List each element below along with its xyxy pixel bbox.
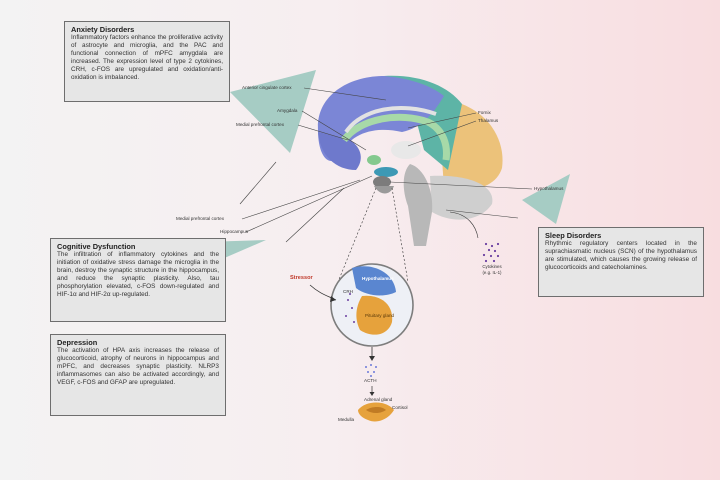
projection-lines — [337, 187, 409, 283]
cerebellum — [430, 175, 493, 220]
label-stressor: Stressor — [290, 275, 313, 281]
leader-medial-prefrontal-2 — [241, 179, 361, 220]
anxiety-callout-wedge — [230, 70, 316, 153]
hpa-inset — [330, 263, 414, 347]
leader-hippocampus — [245, 175, 373, 233]
leader-thalamus — [407, 120, 477, 147]
label-cortisol: Cortisol — [392, 405, 408, 410]
connector-to-sleep — [445, 209, 519, 219]
stressor-arrowhead — [330, 296, 336, 302]
label-amygdala: Amygdala — [277, 108, 298, 113]
brainstem — [403, 164, 433, 246]
anxiety-disorders-title: Anxiety Disorders — [71, 25, 135, 34]
sleep-disorders-title: Sleep Disorders — [545, 231, 602, 240]
sleep-disorders-box: Sleep Disorders Rhythmic regulatory cent… — [538, 227, 704, 297]
label-inset-hypothalamus: Hypothalamus — [362, 276, 394, 281]
limbic-arc — [341, 113, 450, 161]
label-medial-prefrontal: Medial prefrontal cortex — [236, 122, 285, 127]
label-crh: CRH — [343, 289, 353, 294]
cognitive-dysfunction-text: The infiltration of inflammatory cytokin… — [57, 251, 219, 298]
cognitive-dysfunction-box: Cognitive Dysfunction The infiltration o… — [50, 238, 226, 322]
leader-anterior-cingulate — [303, 87, 387, 101]
label-thalamus: Thalamus — [478, 118, 499, 123]
anxiety-disorders-text: Inflammatory factors enhance the prolife… — [71, 34, 223, 81]
frontal-lobe-lower — [318, 132, 361, 170]
connector-brain-to-depression — [285, 187, 345, 243]
inset-hypothalamus-shape — [352, 266, 396, 296]
leader-fornix — [407, 112, 477, 129]
cognitive-dysfunction-title: Cognitive Dysfunction — [57, 242, 136, 251]
cytokine-arrow — [449, 211, 479, 239]
label-fornix: Fornix — [478, 110, 491, 115]
inset-dots — [345, 293, 355, 323]
amygdala-region — [367, 155, 381, 165]
projection-left — [337, 187, 377, 283]
sleep-disorders-text: Rhythmic regulatory centers located in t… — [545, 240, 697, 271]
leader-medial-prefrontal — [297, 124, 349, 141]
depression-box: Depression The activation of HPA axis in… — [50, 334, 226, 416]
leader-lines — [239, 87, 533, 243]
down-arrowhead-adrenal — [369, 392, 375, 396]
leader-amygdala — [301, 110, 367, 151]
connector-brain-to-cognitive — [239, 161, 277, 205]
cingulate-arc — [344, 106, 437, 134]
cytokines-label-line1: Cytokines — [482, 264, 502, 269]
label-medial-prefrontal-2: Medial prefrontal cortex — [176, 216, 225, 221]
label-anterior-cingulate: Anterior cingulate cortex — [242, 85, 292, 90]
down-arrowhead-acth — [369, 356, 375, 361]
depression-title: Depression — [57, 338, 98, 347]
cytokines-label-line2: (e.g. IL-1) — [482, 269, 502, 275]
label-adrenal: Adrenal gland — [364, 397, 393, 402]
hippocampus-region — [374, 167, 398, 177]
inset-pituitary-shape — [356, 295, 393, 335]
label-pituitary: Pituitary gland — [365, 313, 395, 318]
anxiety-disorders-box: Anxiety Disorders Inflammatory factors e… — [64, 21, 230, 102]
depression-text: The activation of HPA axis increases the… — [57, 347, 219, 386]
acth-dots — [365, 364, 377, 377]
pituitary-region — [374, 186, 394, 194]
leader-hypothalamus — [389, 181, 533, 190]
brain-illustration — [317, 75, 503, 246]
hypothalamus-region — [373, 176, 391, 188]
adrenal-medulla-shape — [366, 407, 386, 413]
cytokines-label: Cytokines (e.g. IL-1) — [476, 264, 508, 275]
label-acth: ACTH — [364, 378, 377, 383]
thalamus-region — [391, 141, 421, 159]
label-hippocampus: Hippocampus — [220, 229, 249, 234]
cytokine-dots — [482, 242, 500, 263]
label-hypothalamus: Hypothalamus — [534, 186, 564, 191]
projection-right — [391, 187, 409, 283]
label-medulla: Medulla — [338, 417, 355, 422]
sleep-callout-wedge — [522, 174, 570, 224]
